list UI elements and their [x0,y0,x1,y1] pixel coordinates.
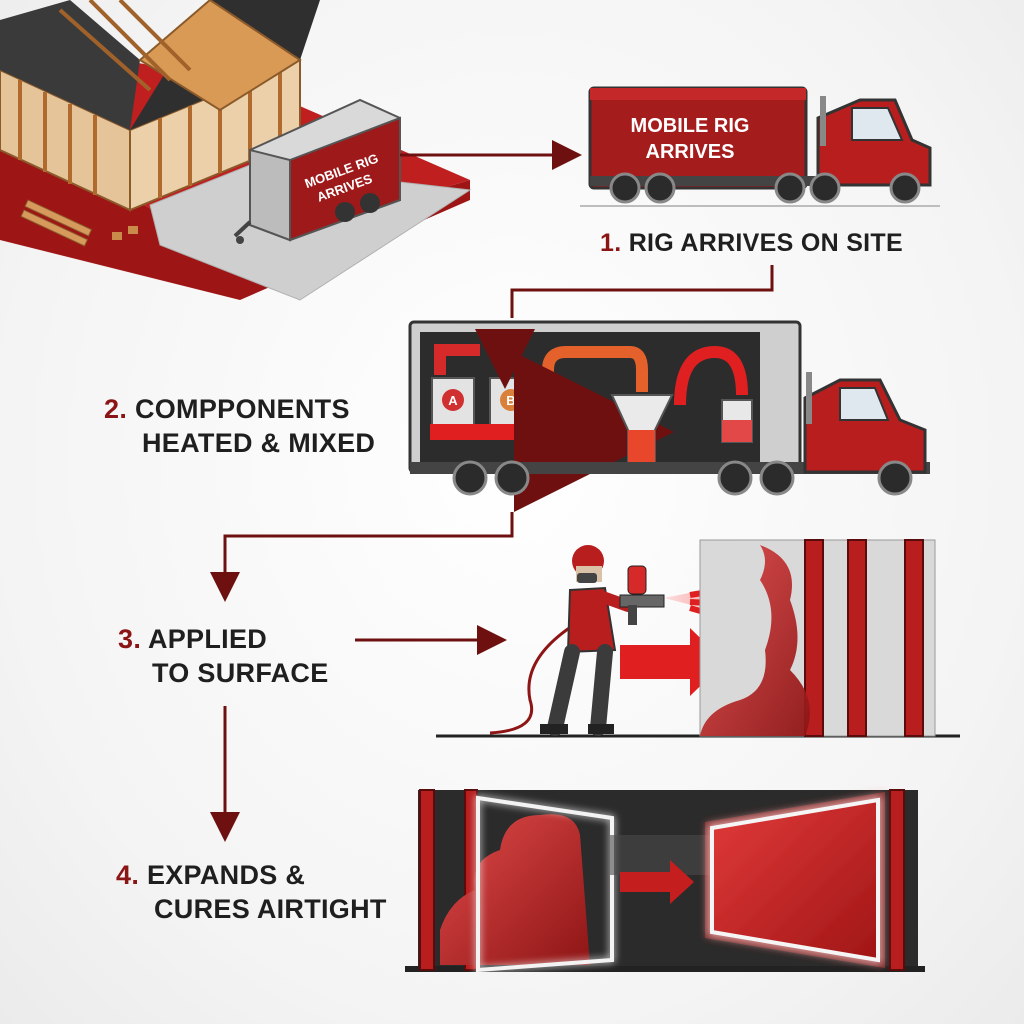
step-4-label: 4. EXPANDS & CURES AIRTIGHT [116,858,387,926]
step-2-text-1: COMPPONENTS [135,394,350,424]
truck-1-text-1: MOBILE RIG [631,115,750,137]
connector-2-3 [225,512,512,590]
step-1-number: 1. [600,229,621,257]
tank-a-label: A [448,393,458,408]
expand-cure [405,790,925,972]
step-3-label: 3. APPLIED TO SURFACE [118,622,329,690]
step-4-text-2: CURES AIRTIGHT [154,894,387,924]
step-2-label: 2. COMPPONENTS HEATED & MIXED [104,392,375,460]
spray-gun [620,566,664,625]
step-4-text-1: EXPANDS & [147,860,305,890]
step-3-text-1: APPLIED [148,624,267,654]
step-3-text-2: TO SURFACE [152,658,329,688]
connector-1-2 [512,265,772,318]
truck-1: MOBILE RIG ARRIVES [580,88,940,206]
step-3-number: 3. [118,624,141,654]
step-1-label: 1. RIG ARRIVES ON SITE [600,226,903,260]
step-2-text-2: HEATED & MIXED [142,428,375,458]
truck-2-mixing: A B [410,322,930,494]
tank-b-label: B [506,393,515,408]
truck-1-text-2: ARRIVES [646,141,735,163]
step-2-number: 2. [104,394,127,424]
step-4-number: 4. [116,860,139,890]
cured-panel [705,792,885,968]
step-1-text: RIG ARRIVES ON SITE [629,229,903,257]
spray-application [436,540,960,736]
